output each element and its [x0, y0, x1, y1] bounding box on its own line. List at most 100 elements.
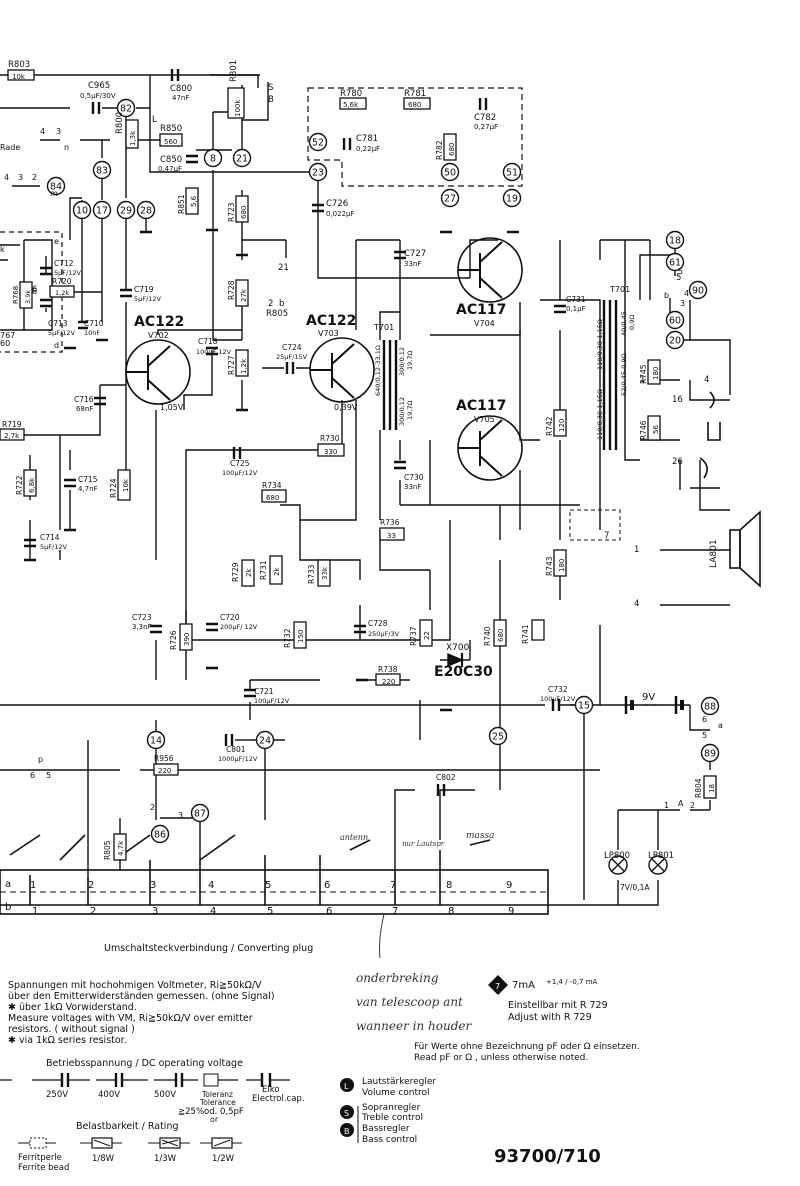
- label-c850-ref: C850: [160, 155, 182, 165]
- battery-symbol: [624, 696, 684, 714]
- label-r782-val: 680: [448, 143, 456, 156]
- current-tolerance: +1,4 / -0,7 mA: [546, 978, 598, 986]
- plug-pin-b: 4: [210, 906, 216, 917]
- node-extra-label: 5: [676, 273, 681, 283]
- label-c965-ref: C965: [88, 81, 110, 91]
- label-c725-ref: C725: [230, 459, 250, 468]
- label-r768-ref: R768: [12, 286, 20, 304]
- node-circle: [440, 162, 460, 182]
- node-label: 14: [150, 736, 162, 747]
- node-circle: [136, 200, 156, 220]
- switch-pin-label: 5: [702, 731, 707, 740]
- switch-pin-label: a: [718, 721, 723, 730]
- values-note-de: Für Werte ohne Bezeichnung pF oder Ω ein…: [414, 1042, 640, 1052]
- label-c802-ref: C802: [436, 773, 456, 782]
- lamp-symbols: [608, 855, 668, 875]
- legend-volume-en: Volume control: [362, 1088, 430, 1098]
- switch-pin-label: d: [54, 341, 59, 350]
- t701a-ref: T701: [373, 323, 394, 332]
- label-r724-ref: R724: [109, 478, 118, 498]
- marker-7-diamond: [488, 975, 508, 995]
- label-r723-ref: R723: [227, 202, 236, 222]
- adjust-de: Einstellbar mit R 729: [508, 1000, 608, 1011]
- plug-pin-a: 3: [150, 880, 156, 891]
- voltage-legend: Betriebsspannung / DC operating voltage …: [0, 1058, 305, 1124]
- legend-elko: Elko: [262, 1085, 280, 1095]
- handwritten-ext: nur Lautspr: [402, 840, 445, 848]
- node-label: 86: [154, 830, 166, 841]
- switch-pin-label: 3: [680, 299, 685, 308]
- switch-pin-label: 60: [0, 339, 10, 348]
- label-c727-val: 33nF: [404, 260, 421, 268]
- t701a-w5: 19,7Ω: [406, 401, 414, 420]
- v703-voltage: 0,39V: [334, 403, 358, 412]
- node-label: 23: [312, 168, 324, 179]
- label-c725-val: 100µF/12V: [222, 469, 258, 477]
- node-extra-label: 16: [672, 395, 683, 405]
- label-c723-ref: C723: [132, 613, 152, 622]
- label-c715-val: 4,7nF: [78, 485, 98, 493]
- rating-1-3w: 1/3W: [154, 1154, 177, 1164]
- label-r731-val: 2k: [273, 567, 281, 576]
- node-extra-label: 26: [672, 457, 683, 467]
- node-circle: [190, 803, 210, 823]
- switch-pin-label: 4: [4, 173, 9, 182]
- measure-line-2: über den Emitterwiderständen gemessen. (…: [8, 991, 275, 1002]
- node-circle: [46, 176, 66, 196]
- legend-elko-en: Electrol.cap.: [252, 1094, 305, 1104]
- transistor-labels: AC122 V702 1,05V AC122 V703 0,39V AC117 …: [134, 302, 506, 424]
- switch-pin-label: b: [664, 291, 669, 300]
- switch-pin-label: m: [50, 189, 58, 198]
- label-c713-ref: C713: [48, 319, 68, 328]
- label-c731-ref: C731: [566, 295, 586, 304]
- plug-pin-a: 7: [390, 880, 396, 891]
- handwritten-notes: antenn nur Lautspr massa onderbreking va…: [340, 831, 495, 1033]
- v704-type: AC117: [456, 302, 506, 318]
- label-r727-ref: R727: [227, 355, 236, 375]
- switch-pin-label: 5: [678, 267, 683, 276]
- label-c710-val: 10nF: [84, 329, 100, 337]
- label-c965-val: 0,5µF/30V: [80, 92, 116, 100]
- label-r801-ref: R801: [229, 60, 239, 82]
- label-r726-val: 390: [183, 633, 191, 646]
- handwritten-note2: van telescoop ant: [356, 995, 463, 1009]
- node-label: 21: [236, 154, 248, 165]
- component-labels: R803 10k C965 0,5µF/30V C800 47nF R801 1…: [2, 60, 716, 860]
- node-circle: [255, 730, 275, 750]
- label-r733-ref: R733: [307, 564, 316, 584]
- label-r726-ref: R726: [169, 630, 178, 650]
- measure-line-1: Spannungen mit hochohmigen Voltmeter, Ri…: [8, 980, 262, 991]
- label-r850-val: 560: [164, 138, 177, 146]
- switch-pin-label: 1: [664, 801, 669, 810]
- node-circle: [502, 162, 522, 182]
- t701b-w2: 110/0,38-1,15Ω: [596, 389, 604, 440]
- label-r737-ref: R737: [409, 626, 418, 646]
- operating-voltage-title: Betriebsspannung / DC operating voltage: [46, 1058, 243, 1069]
- label-r800-ref: R800: [115, 112, 125, 134]
- handwritten-antenna: antenn: [340, 833, 368, 842]
- plug-pin-a: 4: [208, 880, 214, 891]
- node-label: 17: [96, 206, 108, 217]
- label-r743-val: 180: [558, 559, 566, 572]
- label-r801-val: 100k: [234, 99, 242, 117]
- node-circle: [688, 280, 708, 300]
- ferrite-area-outline: [569, 509, 621, 541]
- node-label: 8: [210, 154, 216, 165]
- lamp-rating: 7V/0,1A: [620, 883, 650, 892]
- legend-volume-de: Lautstärkeregler: [362, 1077, 436, 1087]
- plug-pin-b: 3: [152, 906, 158, 917]
- t701a-w1: 640/0,12-33,1Ω: [374, 345, 382, 396]
- v703-ref: V703: [318, 329, 339, 338]
- label-r781-ref: R781: [404, 89, 426, 99]
- node-label: 90: [692, 286, 704, 297]
- label-r731-ref: R731: [259, 560, 268, 580]
- label-c716-ref: C716: [74, 395, 94, 404]
- lamp-lp801: LP801: [648, 851, 674, 861]
- t701a-w4: 300/0,12: [398, 397, 406, 426]
- label-c726-ref: C726: [326, 199, 348, 209]
- rating-ferrite-de: Ferritperle: [18, 1153, 62, 1163]
- node-label: 29: [120, 206, 132, 217]
- label-c801-val: 1000µF/12V: [218, 755, 258, 763]
- label-r728-ref: R728: [227, 280, 236, 300]
